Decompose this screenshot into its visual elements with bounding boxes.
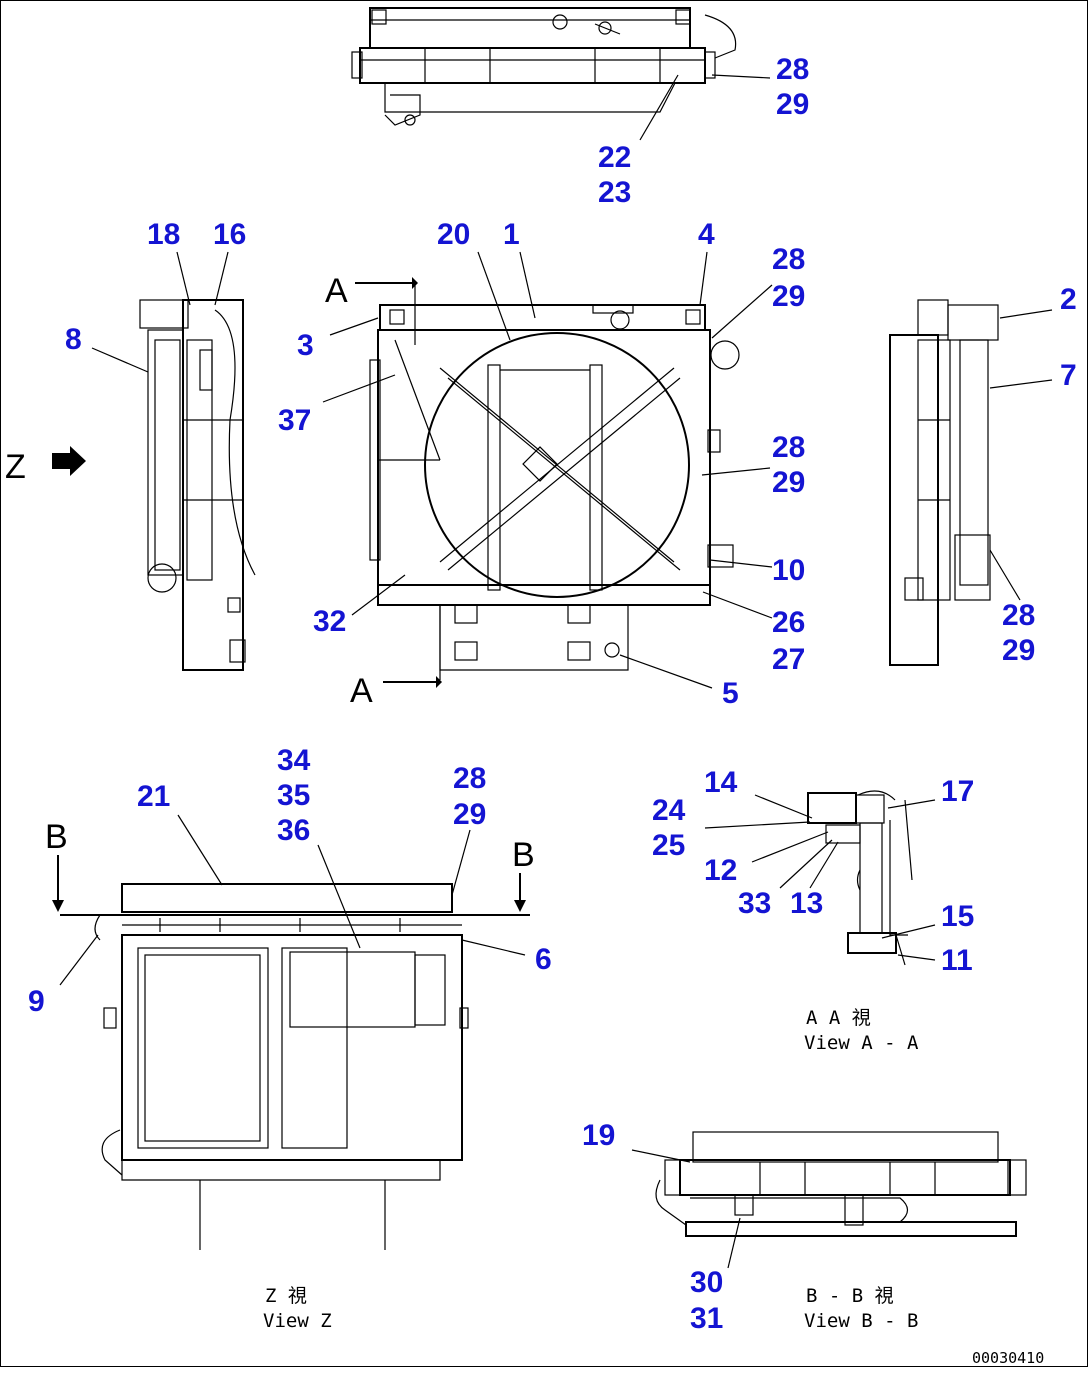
callout-14: 14 [704, 766, 738, 799]
callout-28-b: 28 [772, 243, 805, 276]
callout-11: 11 [941, 944, 973, 977]
callout-27: 27 [772, 643, 805, 676]
callout-29: 29 [776, 88, 809, 121]
callout-2: 2 [1060, 283, 1077, 316]
left-side-view [139, 299, 256, 671]
callout-21: 21 [137, 780, 170, 813]
callout-19: 19 [582, 1119, 615, 1152]
callout-7: 7 [1060, 359, 1077, 392]
view-z-caption-jp: Z 視 [265, 1285, 307, 1307]
view-aa-caption: View A - A [804, 1032, 919, 1054]
callout-4: 4 [698, 218, 715, 251]
callout-10: 10 [772, 554, 805, 587]
callout-3: 3 [297, 329, 314, 362]
section-a-arrows [355, 277, 442, 688]
section-a-top-label: A [325, 272, 348, 310]
callout-36: 36 [277, 814, 310, 847]
callout-12: 12 [704, 854, 737, 887]
view-bb-caption: View B - B [804, 1310, 918, 1332]
callout-5: 5 [722, 677, 739, 710]
front-view [369, 283, 740, 680]
view-z-direction-label: Z [5, 448, 26, 486]
callout-34: 34 [277, 744, 311, 777]
callout-13: 13 [790, 887, 823, 920]
section-b-right-label: B [512, 836, 535, 874]
callout-35: 35 [277, 779, 310, 812]
callout-25: 25 [652, 829, 685, 862]
z-direction-arrow [52, 446, 86, 476]
callout-30: 30 [690, 1266, 723, 1299]
callout-17: 17 [941, 775, 974, 808]
callout-6: 6 [535, 943, 552, 976]
leader-lines [59, 74, 1053, 1269]
callout-29-c: 29 [772, 466, 805, 499]
section-a-bottom-label: A [350, 672, 373, 710]
callout-28-c: 28 [772, 431, 805, 464]
callout-29-d: 29 [1002, 634, 1035, 667]
callout-1: 1 [503, 218, 520, 251]
view-z-caption: View Z [263, 1310, 332, 1332]
section-letters: A A B B Z [5, 272, 535, 874]
view-bb-caption-jp: B - B 視 [806, 1285, 894, 1307]
callout-29-e: 29 [453, 798, 486, 831]
right-side-view [889, 299, 999, 666]
callout-20: 20 [437, 218, 470, 251]
callout-33: 33 [738, 887, 771, 920]
callout-28-d: 28 [1002, 599, 1035, 632]
view-captions: A A 視 View A - A Z 視 View Z B - B 視 View… [263, 1007, 919, 1332]
callout-29-b: 29 [772, 280, 805, 313]
callout-24: 24 [652, 794, 686, 827]
view-aa-caption-jp: A A 視 [806, 1007, 871, 1029]
document-id: 00030410 [972, 1349, 1044, 1367]
section-b-left-label: B [45, 818, 68, 856]
top-view [351, 7, 737, 126]
callout-26: 26 [772, 606, 805, 639]
callout-31: 31 [690, 1302, 723, 1335]
callout-15: 15 [941, 900, 974, 933]
callout-23: 23 [598, 176, 631, 209]
callout-32: 32 [313, 605, 346, 638]
callout-37: 37 [278, 404, 311, 437]
section-b-arrows [52, 855, 526, 912]
callout-22: 22 [598, 141, 631, 174]
callout-numbers: 28 29 22 23 18 16 8 20 1 4 28 29 3 37 28… [28, 53, 1077, 1335]
callout-8: 8 [65, 323, 82, 356]
callout-28-e: 28 [453, 762, 486, 795]
callout-16: 16 [213, 218, 246, 251]
callout-9: 9 [28, 985, 45, 1018]
view-aa [807, 790, 913, 966]
view-bb [655, 1131, 1027, 1237]
callout-18: 18 [147, 218, 180, 251]
view-z [60, 883, 530, 1250]
callout-28: 28 [776, 53, 809, 86]
